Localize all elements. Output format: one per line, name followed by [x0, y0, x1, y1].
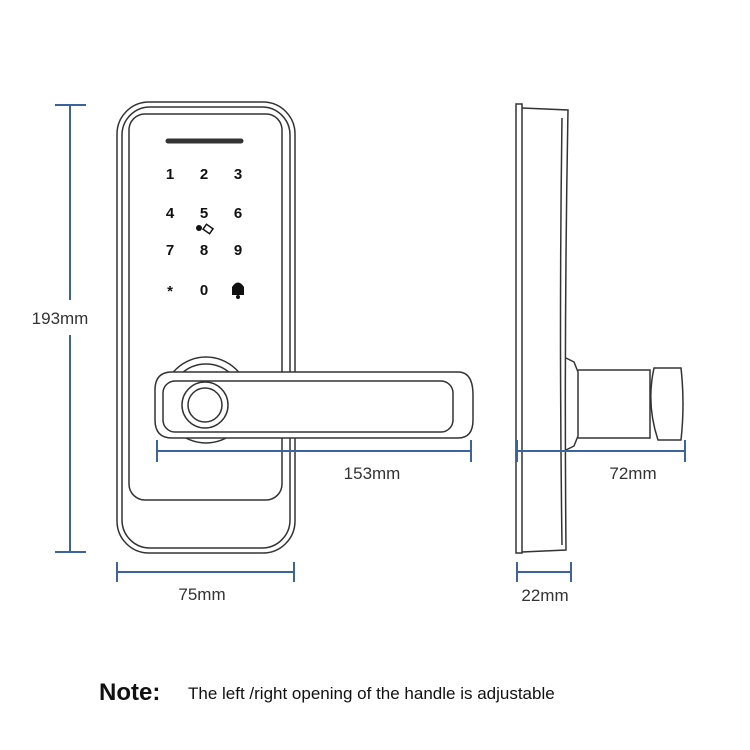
key-1[interactable]: 1: [166, 166, 174, 183]
key-6[interactable]: 6: [234, 205, 242, 222]
key-9[interactable]: 9: [234, 242, 242, 259]
handle-length-label: 153mm: [344, 464, 401, 483]
note-label: Note:: [99, 679, 160, 706]
key-7[interactable]: 7: [166, 242, 174, 259]
keypad: 1 2 3 4 5 6 7 8 9 * 0: [166, 166, 244, 300]
front-view: 1 2 3 4 5 6 7 8 9 * 0: [116, 101, 474, 554]
width-dimension: 75mm: [116, 562, 295, 604]
key-0[interactable]: 0: [200, 282, 208, 299]
doorbell-icon[interactable]: [232, 282, 244, 300]
key-3[interactable]: 3: [234, 166, 242, 183]
fingerprint-sensor: [181, 381, 229, 429]
handle-length-dimension: 153mm: [156, 440, 472, 483]
projection-dimension: 72mm: [516, 440, 686, 483]
projection-label: 72mm: [609, 464, 656, 483]
handle: [154, 371, 474, 439]
depth-label: 22mm: [521, 586, 568, 605]
width-label: 75mm: [178, 585, 225, 604]
key-8[interactable]: 8: [200, 242, 208, 259]
side-view: [515, 103, 684, 554]
note-text: The left /right opening of the handle is…: [188, 684, 555, 703]
height-dimension: 193mm: [32, 104, 89, 553]
card-icon: [196, 223, 215, 235]
key-4[interactable]: 4: [166, 205, 175, 222]
key-2[interactable]: 2: [200, 166, 208, 183]
depth-dimension: 22mm: [516, 562, 572, 605]
key-star[interactable]: *: [167, 283, 173, 300]
key-5[interactable]: 5: [200, 205, 208, 222]
height-label: 193mm: [32, 309, 89, 328]
